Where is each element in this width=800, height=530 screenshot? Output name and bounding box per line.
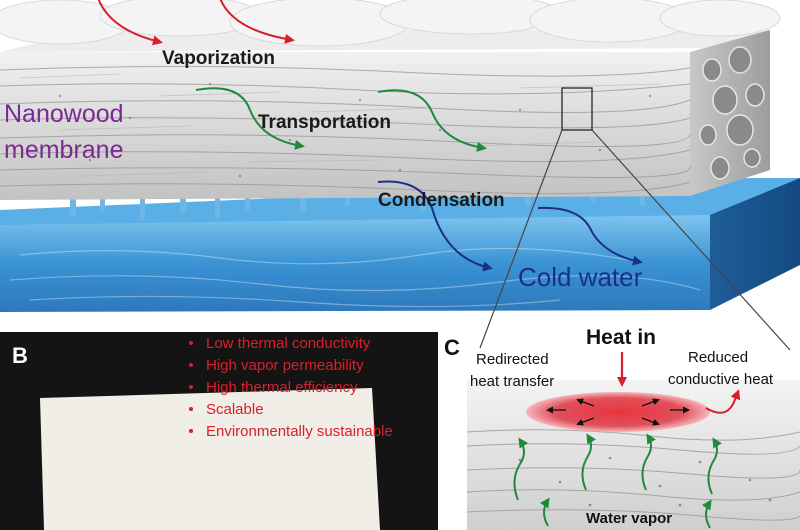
reduced-heat-arrow: [705, 389, 741, 414]
property-bullet: [189, 341, 193, 345]
property-bullet: [189, 407, 193, 411]
vaporization-arrow-2: [219, 0, 295, 44]
label-reduced-line2: conductive heat: [668, 371, 774, 388]
property-bullet: [189, 429, 193, 433]
heat-spread-arrows: [546, 398, 690, 426]
label-cold-water: Cold water: [518, 262, 643, 292]
property-item: High vapor permeability: [206, 357, 364, 374]
property-item: Low thermal conductivity: [206, 335, 371, 352]
label-vaporization: Vaporization: [162, 48, 275, 69]
label-nanowood-line2: membrane: [4, 136, 124, 164]
property-item: Environmentally sustainable: [206, 423, 393, 440]
membrane-pores: [699, 46, 765, 180]
label-water-vapor: Water vapor: [586, 510, 672, 527]
nanowood-sample-photo: [40, 388, 380, 530]
condensation-arrow-1: [377, 180, 493, 272]
membrane-front: [0, 52, 690, 200]
property-bullet: [189, 363, 193, 367]
property-item: High thermal efficiency: [206, 379, 358, 396]
water-front: [0, 215, 710, 312]
label-reduced-line1: Reduced: [688, 349, 748, 366]
panel-b-letter: B: [12, 343, 28, 368]
water-vapor-arrows: [513, 433, 722, 529]
water-side: [710, 178, 800, 310]
label-redirected-line2: heat transfer: [470, 373, 554, 390]
label-transportation: Transportation: [258, 112, 391, 133]
transportation-arrow-1: [195, 87, 305, 150]
property-bullet: [189, 385, 193, 389]
panel-c: C Heat in Redirected heat transfer Reduc…: [444, 326, 800, 530]
label-nanowood-line1: Nanowood: [4, 100, 124, 128]
label-heat-in: Heat in: [586, 326, 656, 349]
vaporization-arrow-1: [97, 0, 163, 46]
panel-a: Vaporization Nanowood membrane Transport…: [0, 0, 800, 351]
label-condensation: Condensation: [378, 190, 505, 211]
zoom-region: [561, 87, 593, 131]
panel-c-letter: C: [444, 335, 460, 360]
condensation-arrow-2: [537, 206, 643, 266]
transportation-arrow-2: [377, 89, 487, 152]
membrane-fibers: [0, 65, 691, 195]
label-redirected-line1: Redirected: [476, 351, 549, 368]
property-item: Scalable: [206, 401, 264, 418]
vapor-clouds: [0, 0, 781, 47]
heat-ellipse: [526, 392, 710, 432]
